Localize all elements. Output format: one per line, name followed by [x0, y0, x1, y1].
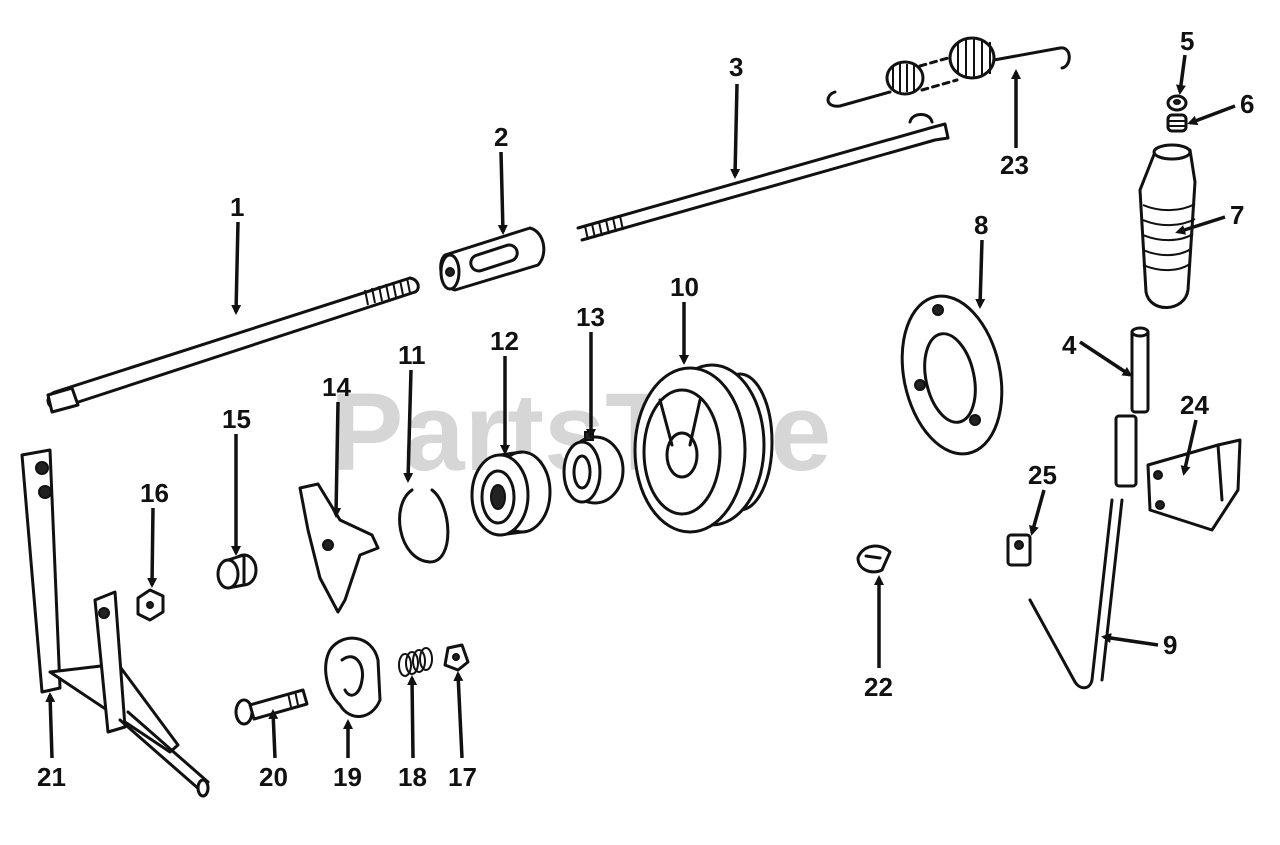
part-14-fork[interactable] — [298, 482, 380, 614]
part-22-clip[interactable] — [856, 544, 892, 574]
label-10: 10 — [670, 272, 699, 302]
part-7-grip[interactable] — [1138, 143, 1197, 309]
part-20-bolt[interactable] — [234, 688, 309, 726]
part-2-coupler[interactable] — [439, 226, 546, 292]
leader-arrows — [45, 54, 1236, 759]
part-17-nut[interactable] — [443, 643, 470, 672]
callout-labels: 1 2 3 4 5 6 7 8 9 10 11 12 13 14 15 16 1… — [37, 26, 1254, 792]
part-8-plate[interactable] — [888, 287, 1015, 463]
label-11: 11 — [398, 340, 426, 370]
part-16-nut[interactable] — [136, 588, 165, 622]
label-13: 13 — [576, 302, 605, 332]
part-25-clip[interactable] — [1006, 533, 1032, 567]
label-3: 3 — [729, 52, 743, 82]
label-22: 22 — [864, 672, 893, 702]
label-14: 14 — [322, 372, 351, 402]
part-1-rod[interactable] — [46, 276, 420, 414]
label-21: 21 — [37, 762, 66, 792]
part-3-rod[interactable] — [576, 113, 950, 242]
label-5: 5 — [1180, 26, 1194, 56]
label-6: 6 — [1240, 89, 1254, 119]
part-13-collar[interactable] — [562, 431, 625, 505]
part-10-pulley[interactable] — [633, 363, 774, 534]
label-12: 12 — [490, 326, 519, 356]
label-4: 4 — [1062, 330, 1077, 360]
label-7: 7 — [1230, 200, 1244, 230]
part-5-nut[interactable] — [1166, 94, 1188, 112]
part-15-bushing[interactable] — [216, 553, 258, 590]
label-16: 16 — [140, 478, 169, 508]
part-12-bearing[interactable] — [470, 450, 552, 537]
label-19: 19 — [333, 762, 362, 792]
part-18-spring[interactable] — [398, 647, 433, 677]
label-9: 9 — [1163, 630, 1177, 660]
part-24-bracket[interactable] — [1146, 438, 1242, 532]
label-2: 2 — [494, 122, 508, 152]
part-11-snap-ring[interactable] — [398, 488, 450, 564]
label-1: 1 — [230, 192, 244, 222]
part-21-lever[interactable] — [20, 448, 210, 798]
label-18: 18 — [398, 762, 427, 792]
label-25: 25 — [1028, 460, 1057, 490]
label-15: 15 — [222, 404, 251, 434]
part-4-shaft[interactable] — [1114, 326, 1150, 488]
part-23-spring[interactable] — [826, 36, 1071, 108]
part-19-cam[interactable] — [324, 636, 382, 718]
part-6-collar[interactable] — [1166, 113, 1188, 133]
label-17: 17 — [448, 762, 477, 792]
label-23: 23 — [1000, 150, 1029, 180]
part-9-bent-rod[interactable] — [1028, 498, 1124, 690]
label-24: 24 — [1180, 390, 1209, 420]
label-8: 8 — [974, 210, 988, 240]
label-20: 20 — [259, 762, 288, 792]
